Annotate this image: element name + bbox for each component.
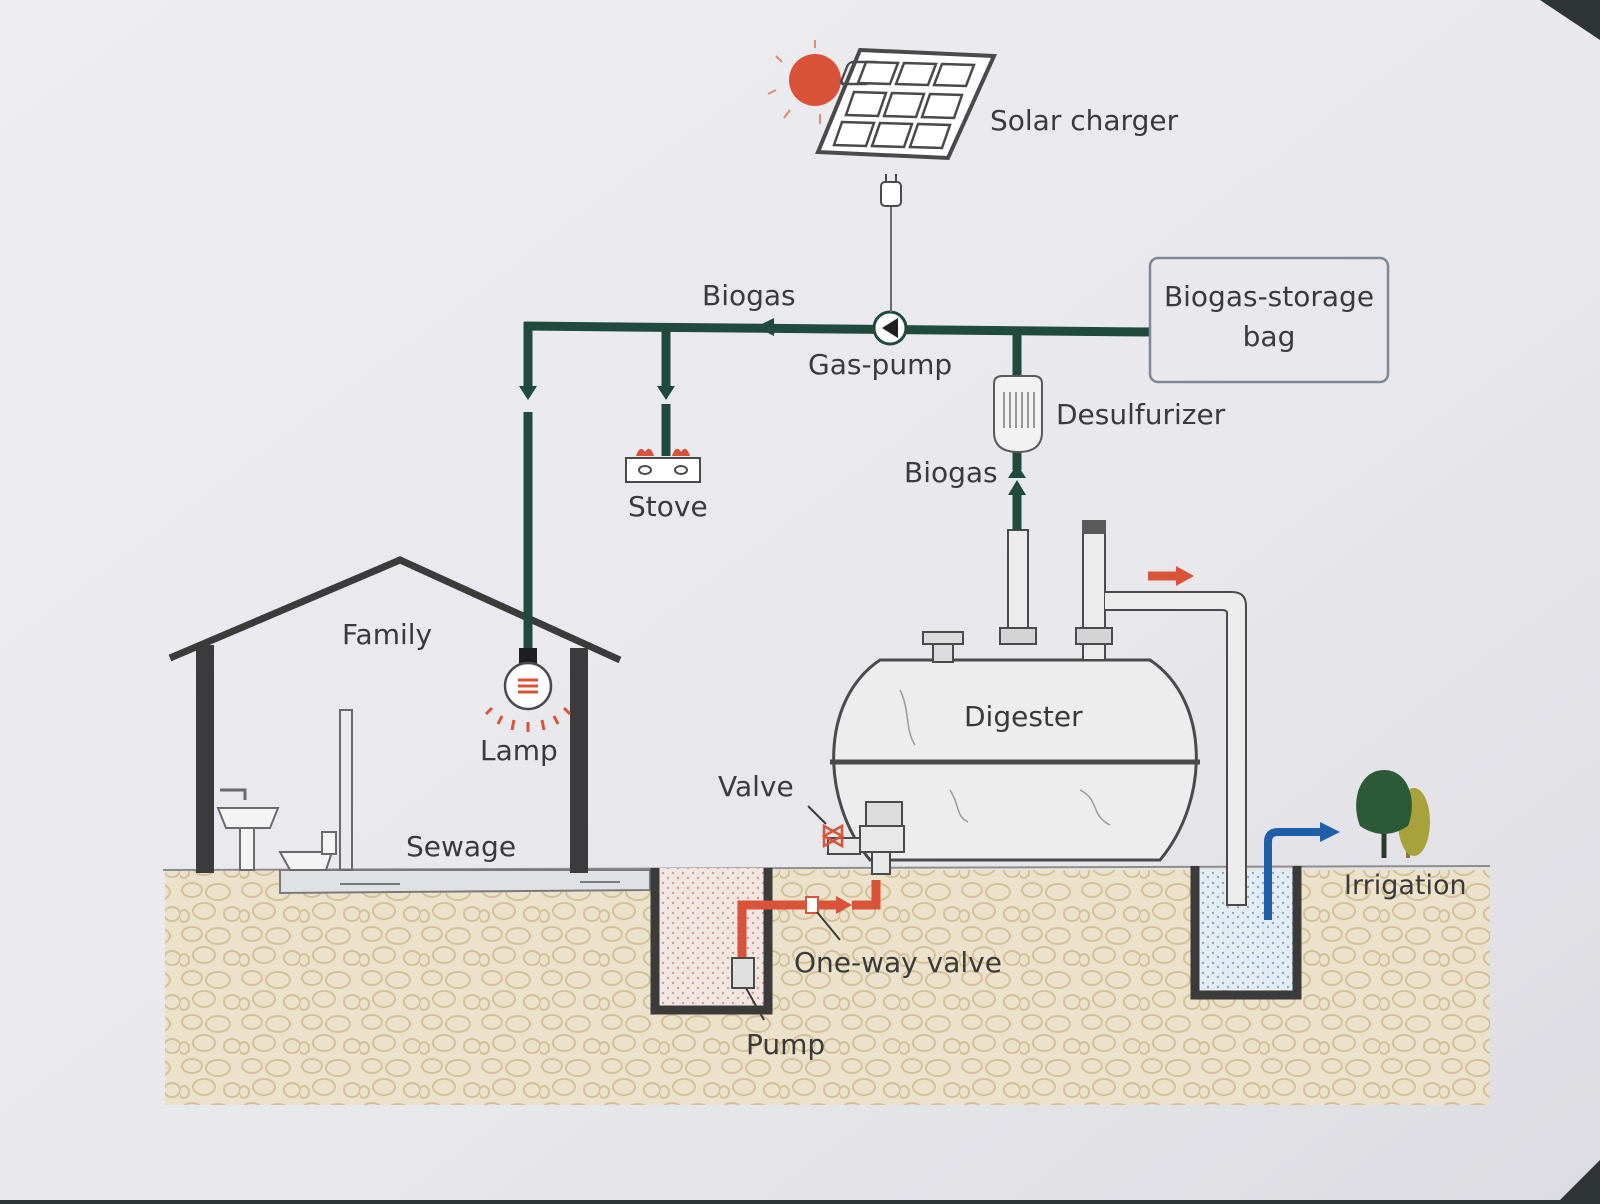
label-solar-charger: Solar charger: [990, 104, 1179, 137]
digester-tank: [827, 520, 1247, 906]
label-pump: Pump: [746, 1028, 825, 1061]
label-desulfurizer: Desulfurizer: [1056, 398, 1226, 431]
desulfurizer-device: [993, 375, 1043, 454]
stove-icon: [625, 448, 701, 483]
label-family: Family: [342, 618, 432, 651]
label-valve: Valve: [718, 770, 794, 803]
label-one-way-valve: One-way valve: [794, 946, 1002, 979]
label-gas-pump: Gas-pump: [808, 348, 952, 381]
sun-icon: [767, 40, 841, 124]
labels: Solar charger Biogas Gas-pump Biogas-sto…: [342, 104, 1467, 1061]
label-irrigation: Irrigation: [1344, 870, 1467, 901]
sewage-channel: [279, 869, 651, 895]
solar-cable: [880, 174, 902, 312]
outflow-arrow: [1148, 566, 1194, 586]
label-storage-bag-line1: Biogas-storage: [1164, 280, 1374, 313]
irrigation-flow-arrow: [1264, 822, 1340, 920]
solar-panel-icon: [815, 47, 998, 161]
tree-icon: [1356, 770, 1430, 858]
biogas-storage-bag: [1148, 256, 1390, 384]
label-stove: Stove: [628, 490, 708, 523]
label-lamp: Lamp: [480, 734, 558, 767]
label-sewage: Sewage: [406, 830, 516, 863]
label-biogas-side: Biogas: [904, 456, 998, 489]
gas-flow-arrows: [519, 318, 1026, 495]
valve-icon: [807, 805, 845, 849]
biogas-pipes: [523, 321, 1151, 650]
sludge-feed-line: [731, 880, 881, 1021]
lamp-icon: [484, 648, 572, 732]
family-house: [168, 556, 622, 873]
gas-pump-device: [872, 310, 908, 346]
label-storage-bag-line2: bag: [1243, 320, 1296, 353]
label-digester: Digester: [964, 700, 1083, 733]
label-biogas-top: Biogas: [702, 279, 796, 312]
